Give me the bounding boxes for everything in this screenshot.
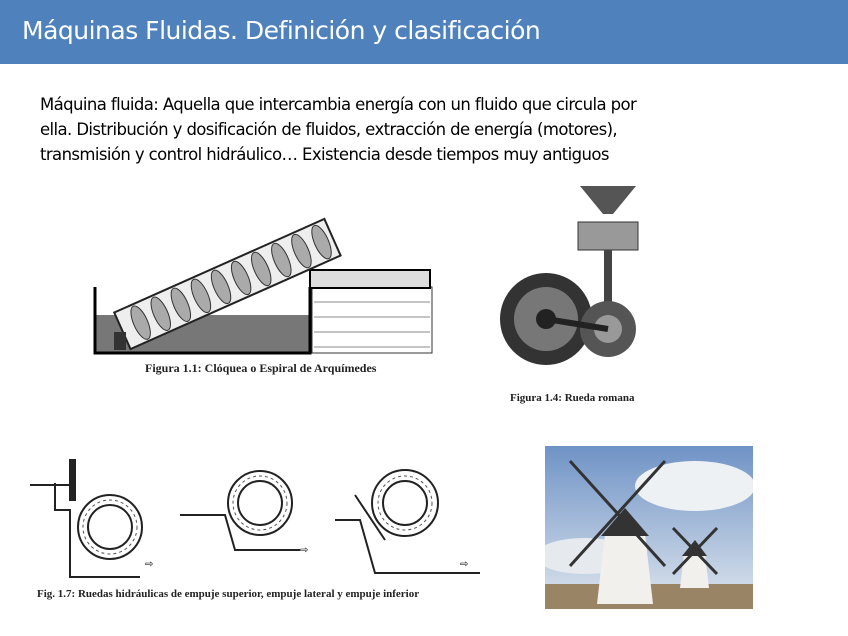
svg-text:⇨: ⇨ — [145, 559, 153, 570]
svg-text:⇨: ⇨ — [300, 545, 308, 556]
body-paragraph: Máquina fluida: Aquella que intercambia … — [40, 92, 740, 167]
svg-text:⇨: ⇨ — [460, 559, 468, 570]
slide-header: Máquinas Fluidas. Definición y clasifica… — [0, 0, 848, 64]
archimedes-caption: Figura 1.1: Clóquea o Espiral de Arquíme… — [145, 361, 377, 375]
water-wheels-caption: Fig. 1.7: Ruedas hidráulicas de empuje s… — [37, 588, 420, 600]
roman-wheel-figure — [500, 186, 639, 365]
body-line: Máquina fluida: Aquella que intercambia … — [40, 95, 637, 114]
archimedes-screw-figure — [93, 217, 433, 355]
windmill-photo — [545, 446, 753, 609]
body-line: transmisión y control hidráulico… Existe… — [40, 145, 609, 164]
water-wheels-figure: ⇨ ⇨ ⇨ — [30, 459, 480, 578]
slide-title: Máquinas Fluidas. Definición y clasifica… — [22, 16, 541, 45]
body-line: ella. Distribución y dosificación de flu… — [40, 120, 618, 139]
roman-wheel-caption: Figura 1.4: Rueda romana — [510, 392, 635, 404]
